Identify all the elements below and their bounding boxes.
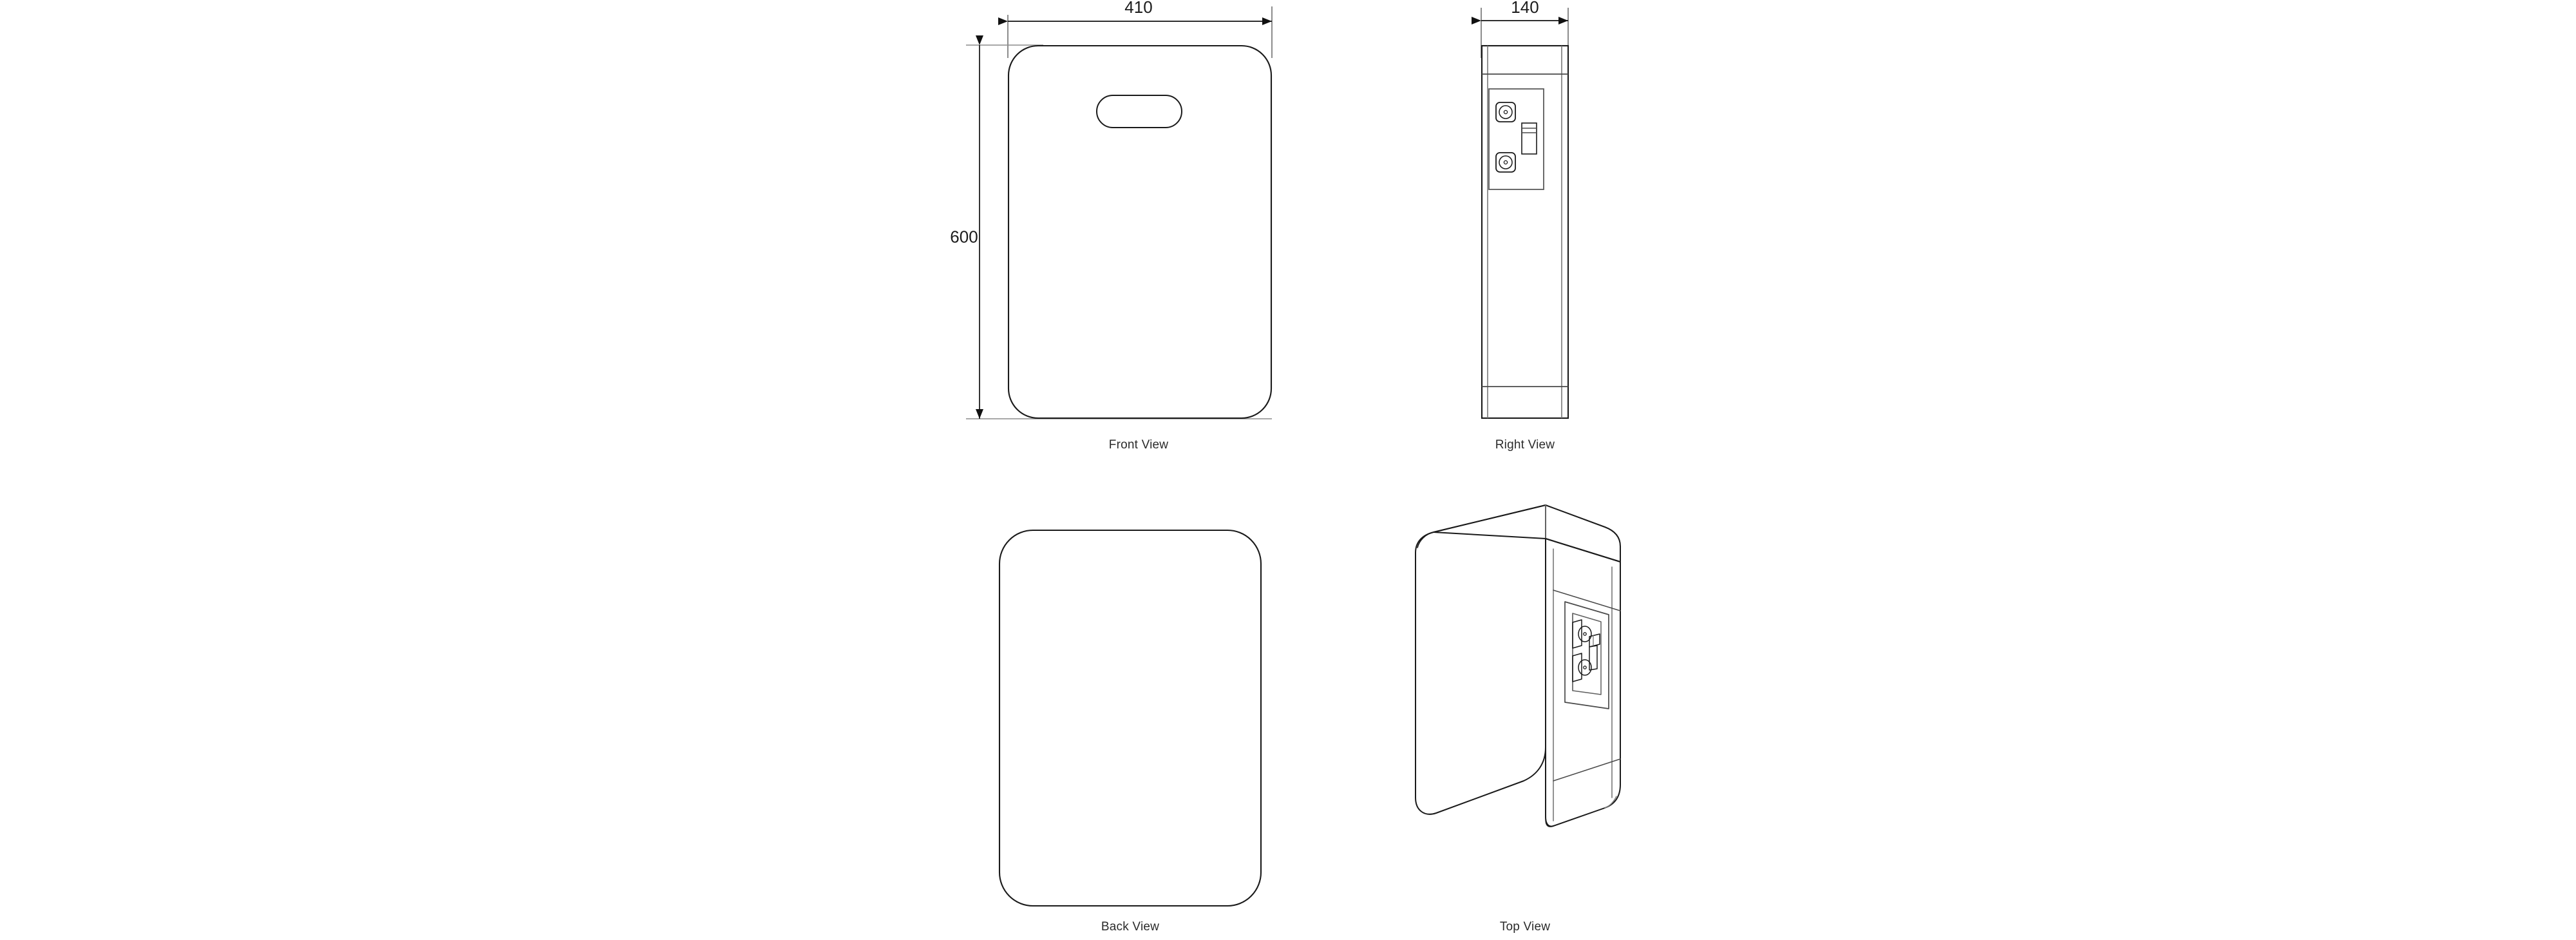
back-view-label: Back View (1101, 920, 1160, 934)
terminal-base (1572, 619, 1582, 649)
terminal-post-upper (1495, 102, 1516, 122)
back-view-drawing (998, 529, 1262, 907)
dimension-value-600: 600 (950, 227, 978, 247)
connector-recess-outer (1564, 601, 1609, 709)
front-view-body-outline (1007, 44, 1273, 419)
right-face-top-band (1553, 590, 1621, 611)
dimension-value-140: 140 (1511, 0, 1539, 17)
right-view-label: Right View (1495, 438, 1555, 452)
right-face-bottom-band (1553, 758, 1621, 782)
terminal-ring (1578, 659, 1592, 676)
terminal-center (1503, 110, 1508, 115)
dimension-value-410: 410 (1124, 0, 1153, 17)
terminal-base (1572, 653, 1582, 682)
handle-cutout (1096, 95, 1182, 128)
bottom-right-lip-outer (1604, 796, 1617, 809)
terminal-center (1583, 632, 1587, 636)
right-view-drawing (1481, 44, 1569, 419)
top-face (1433, 504, 1621, 562)
breaker-body (1589, 645, 1598, 671)
front-face (1415, 504, 1546, 815)
breaker-body (1521, 122, 1537, 155)
terminal-post-upper (1572, 619, 1592, 649)
breaker-head (1589, 633, 1600, 647)
front-view-label: Front View (1108, 438, 1169, 452)
top-view-label: Top View (1499, 920, 1551, 934)
breaker-switch (1521, 122, 1537, 155)
bottom-right-lip (1545, 815, 1554, 827)
top-view-drawing (1415, 504, 1621, 827)
dimension-410 (998, 6, 1273, 58)
back-view-body-outline (998, 529, 1262, 907)
terminal-post-lower (1495, 152, 1516, 173)
top-lip-left (1417, 532, 1434, 548)
front-view-drawing (1007, 44, 1273, 419)
terminal-center (1583, 666, 1587, 669)
terminal-post-lower (1572, 653, 1592, 682)
breaker-switch (1589, 633, 1600, 671)
terminal-center (1503, 160, 1508, 165)
terminal-ring (1578, 626, 1592, 642)
